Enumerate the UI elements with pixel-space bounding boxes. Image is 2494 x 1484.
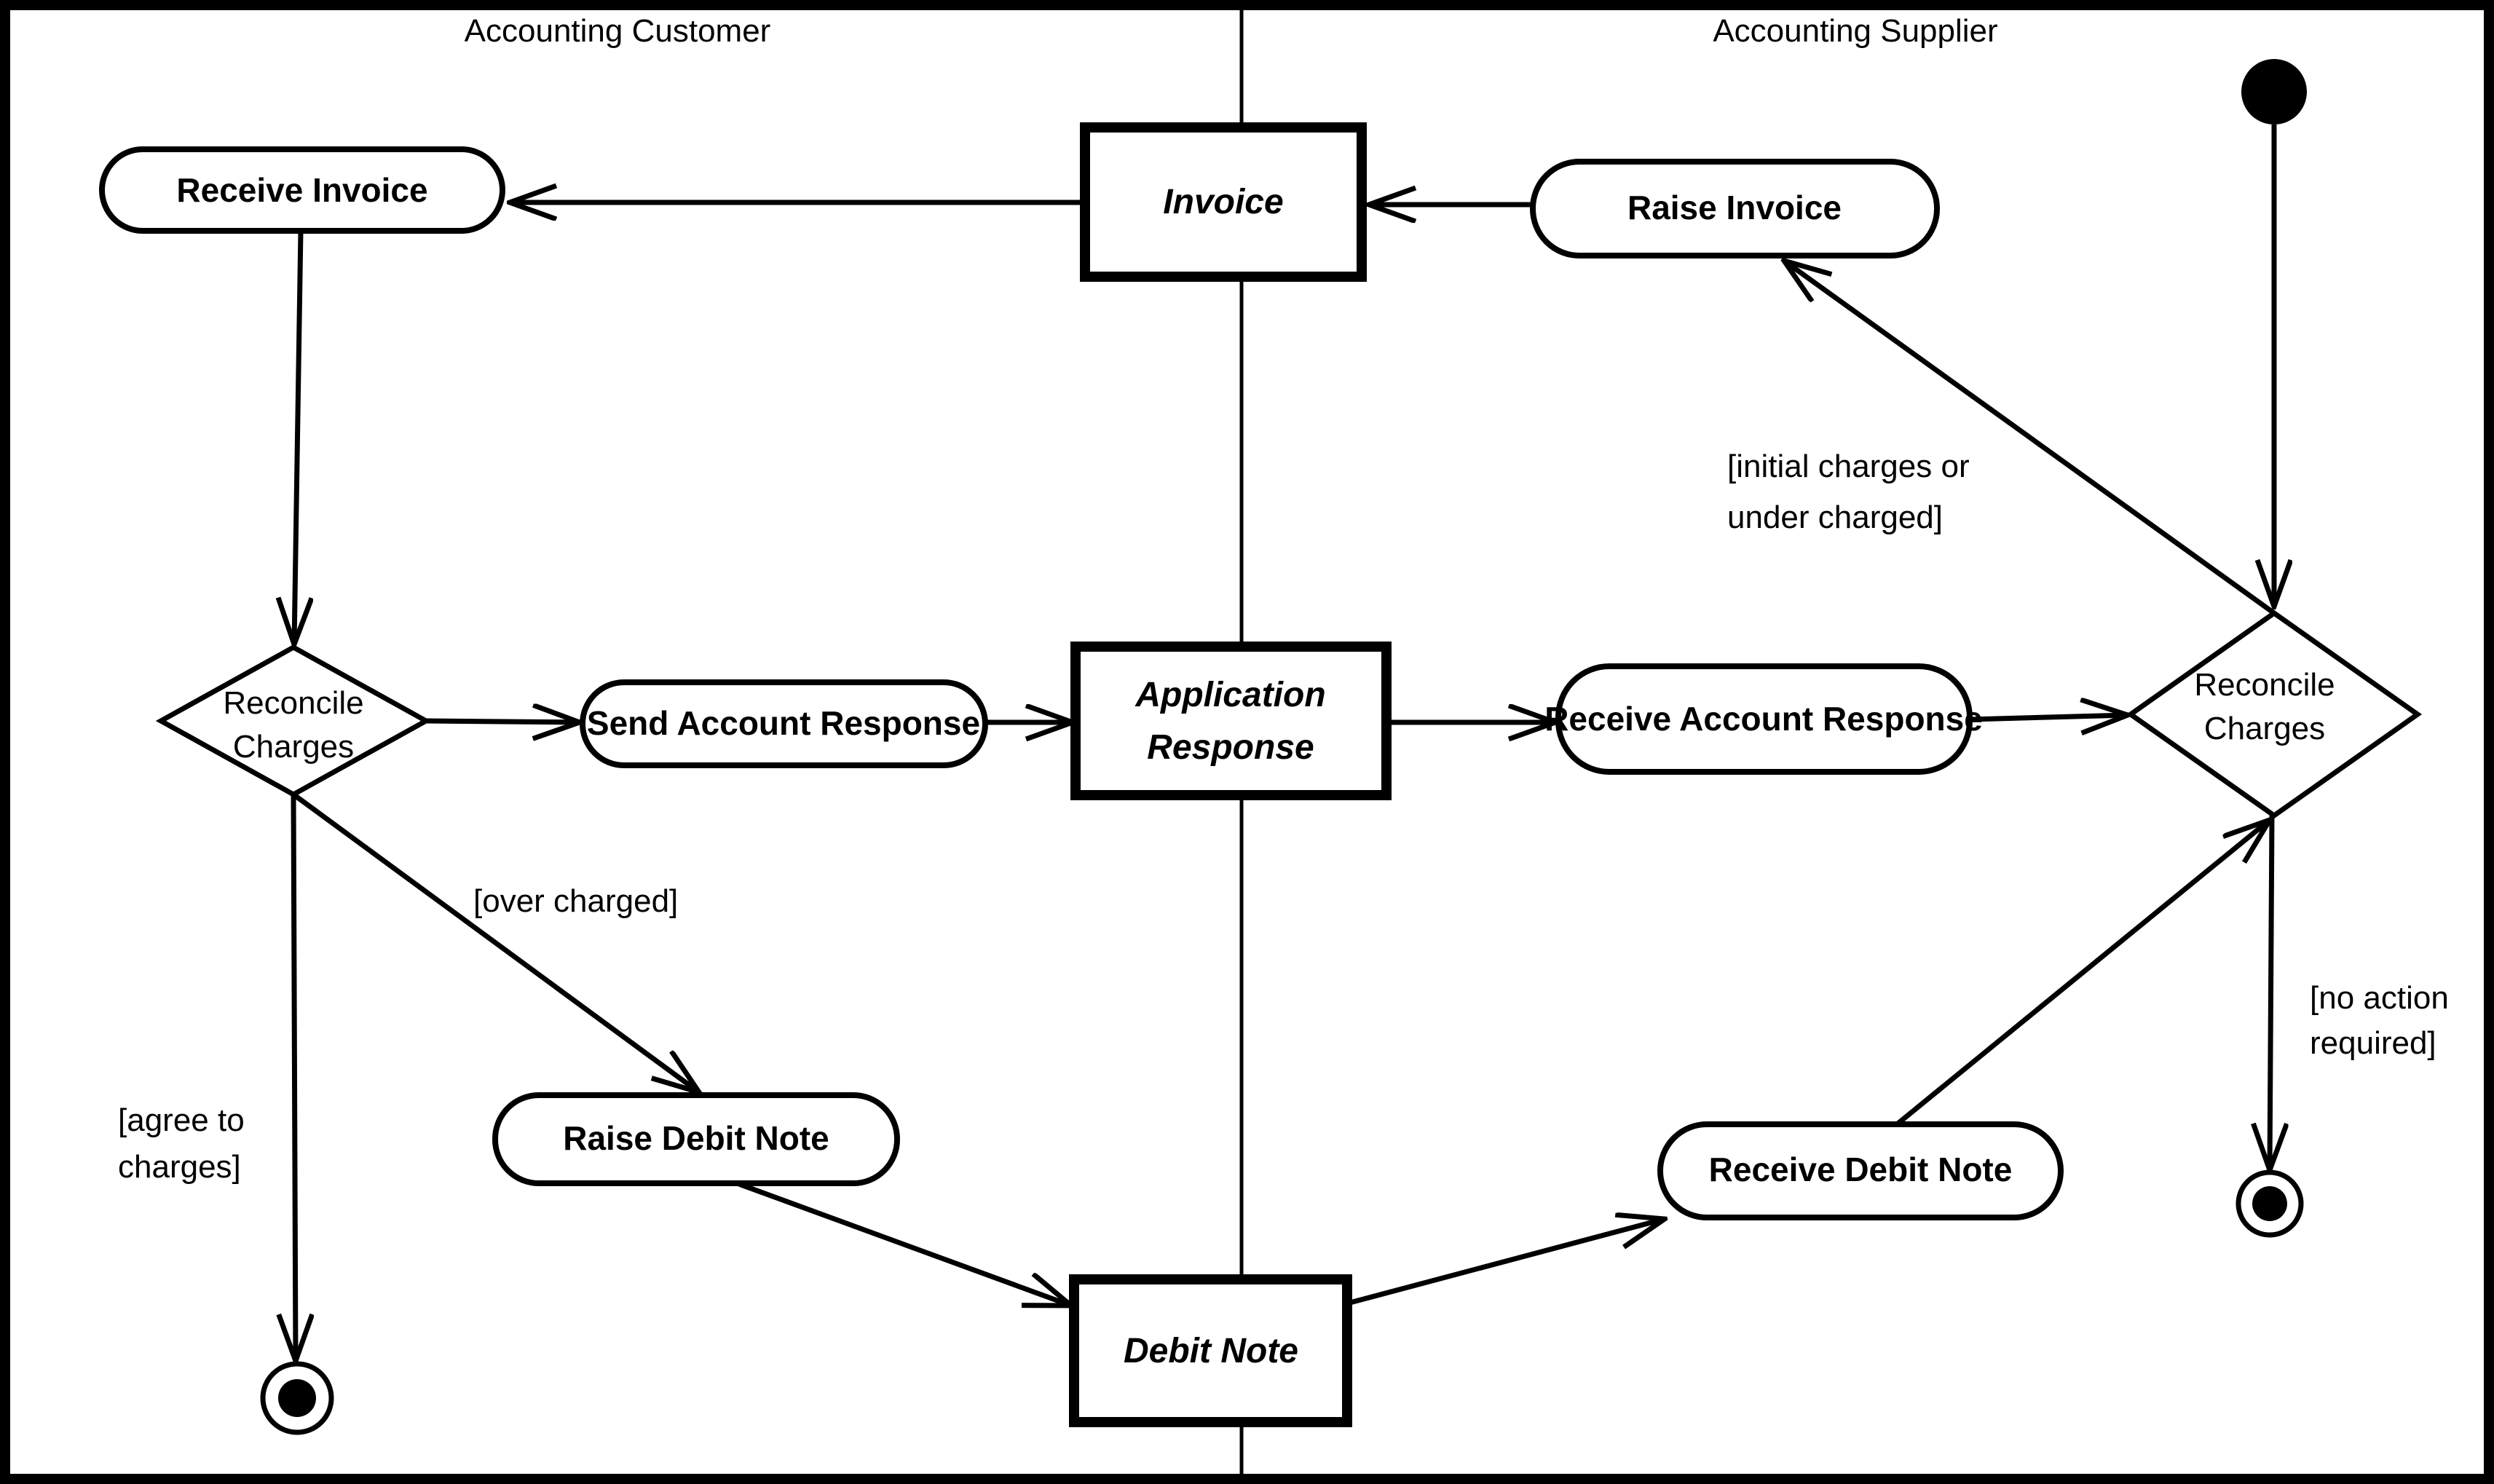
flow-reconcile-supplier-to-raise-invoice [1784, 261, 2276, 615]
decision-diamond [155, 644, 432, 798]
action-shape [1657, 1121, 2064, 1220]
object-label: Application [1134, 676, 1325, 714]
action-label: Receive Debit Note [1709, 1151, 2013, 1188]
guard-label: under charged] [1727, 500, 1943, 535]
flow-receive-invoice-to-reconcile-customer [294, 230, 301, 644]
flow-raise-debit-note-to-debit-note [735, 1180, 1071, 1306]
final-node-inner-circle [278, 1379, 316, 1417]
object-label: Invoice [1163, 183, 1283, 221]
guard-label: [no action [2310, 980, 2449, 1016]
flow-reconcile-customer-to-raise-debit-note [291, 792, 699, 1092]
final-node-inner-circle [2252, 1186, 2287, 1221]
flow-receive-debit-note-to-reconcile-supplier [1895, 820, 2270, 1126]
action-shape [1530, 159, 1940, 258]
guard-label: [initial charges or [1727, 449, 1970, 484]
object-shape [1069, 1274, 1352, 1427]
action-label: Receive Account Response [1544, 700, 1983, 738]
flow-receive-account-response-to-reconcile-supplier [1969, 715, 2128, 719]
decision-label: Reconcile [223, 685, 363, 721]
flows [293, 125, 2274, 1361]
final-node-customer [260, 1361, 334, 1435]
action-label: Raise Invoice [1627, 189, 1842, 226]
decision-reconcile-charges-customer: Reconcile Charges [155, 644, 432, 798]
action-receive-debit-note: Receive Debit Note [1657, 1121, 2064, 1220]
action-shape [580, 679, 988, 768]
flow-debit-note-to-receive-debit-note [1346, 1219, 1665, 1306]
action-shape [1555, 663, 1973, 775]
guard-initial-charges: [initial charges or under charged] [1727, 449, 1970, 535]
object-debit-note: Debit Note [1069, 1274, 1352, 1427]
flow-reconcile-customer-to-send-account-response [425, 721, 580, 722]
object-shape [1080, 122, 1367, 282]
object-label: Response [1147, 728, 1314, 767]
action-send-account-response: Send Account Response [580, 679, 988, 768]
action-receive-invoice: Receive Invoice [99, 146, 505, 234]
initial-node [2241, 59, 2307, 125]
action-label: Send Account Response [587, 704, 980, 742]
object-application-response: Application Response [1070, 642, 1392, 800]
object-label: Debit Note [1124, 1332, 1298, 1370]
swimlane-title-customer: Accounting Customer [465, 13, 771, 49]
swimlane-title-supplier: Accounting Supplier [1713, 13, 1997, 49]
guard-no-action-required: [no action required] [2310, 980, 2449, 1061]
decision-label: Reconcile [2194, 667, 2335, 703]
guard-over-charged: [over charged] [473, 883, 678, 919]
guard-agree-to-charges: [agree to charges] [118, 1102, 245, 1185]
action-raise-debit-note: Raise Debit Note [492, 1092, 900, 1186]
action-shape [99, 146, 505, 234]
object-invoice: Invoice [1080, 122, 1367, 282]
final-node-supplier [2235, 1169, 2304, 1238]
action-label: Receive Invoice [176, 171, 427, 209]
guard-label: required] [2310, 1025, 2436, 1061]
guard-label: [agree to [118, 1102, 245, 1138]
decision-reconcile-charges-supplier: Reconcile Charges [2126, 609, 2423, 819]
action-receive-account-response: Receive Account Response [1544, 663, 1983, 775]
decision-diamond [2126, 609, 2423, 819]
flow-reconcile-customer-to-final-customer [293, 794, 296, 1361]
flow-reconcile-supplier-to-final-supplier [2270, 815, 2272, 1170]
action-raise-invoice: Raise Invoice [1530, 159, 1940, 258]
object-shape [1070, 642, 1392, 800]
decision-label: Charges [2204, 711, 2325, 746]
action-shape [492, 1092, 900, 1186]
action-label: Raise Debit Note [563, 1119, 829, 1157]
decision-label: Charges [233, 729, 354, 765]
guard-label: charges] [118, 1149, 241, 1185]
